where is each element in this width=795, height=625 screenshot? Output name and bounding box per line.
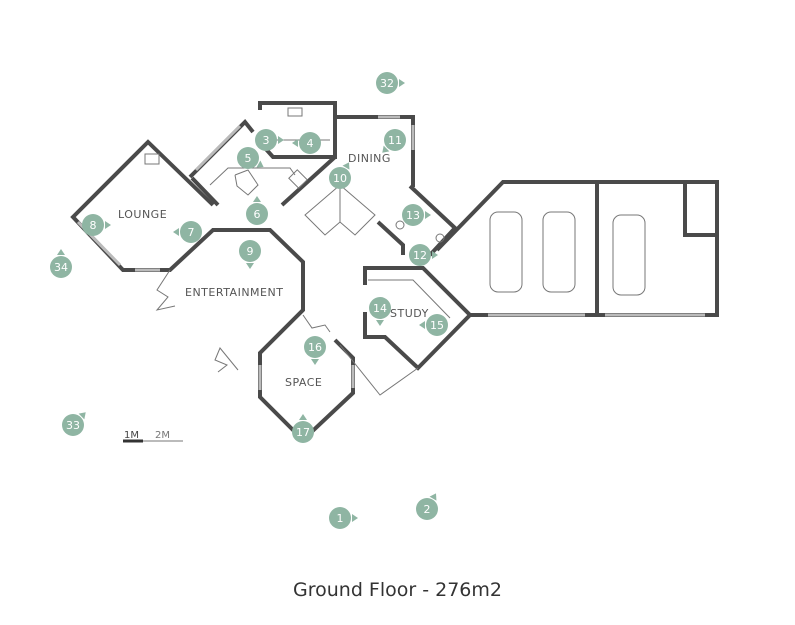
direction-arrow-icon: [246, 263, 254, 269]
marker-number: 15: [430, 319, 444, 332]
marker-number: 2: [424, 503, 431, 516]
direction-arrow-icon: [419, 321, 425, 329]
marker-number: 34: [54, 261, 68, 274]
photo-marker-15[interactable]: 15: [419, 314, 448, 336]
photo-marker-17[interactable]: 17: [292, 414, 314, 443]
marker-number: 5: [245, 152, 252, 165]
marker-number: 16: [308, 341, 322, 354]
marker-number: 8: [90, 219, 97, 232]
photo-marker-14[interactable]: 14: [369, 297, 391, 326]
walls: [70, 101, 719, 443]
photo-marker-33[interactable]: 33: [62, 409, 89, 436]
direction-arrow-icon: [429, 493, 437, 501]
scale-bar: 1M 2M: [123, 430, 183, 443]
marker-number: 13: [406, 209, 420, 222]
photo-marker-16[interactable]: 16: [304, 336, 326, 365]
photo-marker-1[interactable]: 1: [329, 507, 358, 529]
direction-arrow-icon: [253, 196, 261, 202]
marker-number: 1: [337, 512, 344, 525]
direction-arrow-icon: [278, 136, 284, 144]
marker-number: 4: [307, 137, 314, 150]
room-label-space: SPACE: [285, 376, 322, 389]
room-labels: LOUNGE DINING ENTERTAINMENT STUDY SPACE: [118, 152, 429, 389]
room-label-entertainment: ENTERTAINMENT: [185, 286, 283, 299]
car-icon: [542, 211, 576, 293]
direction-arrow-icon: [57, 249, 65, 255]
scale-2m: 2M: [155, 430, 170, 441]
direction-arrow-icon: [352, 514, 358, 522]
marker-number: 33: [66, 419, 80, 432]
room-label-study: STUDY: [390, 307, 429, 320]
direction-arrow-icon: [292, 139, 298, 147]
photo-marker-2[interactable]: 2: [416, 491, 439, 520]
marker-number: 3: [263, 134, 270, 147]
photo-marker-9[interactable]: 9: [239, 240, 261, 269]
direction-arrow-icon: [299, 414, 307, 420]
photo-marker-32[interactable]: 32: [376, 72, 405, 94]
direction-arrow-icon: [256, 160, 264, 168]
photo-marker-11[interactable]: 11: [379, 129, 406, 156]
photo-marker-7[interactable]: 7: [173, 221, 202, 243]
photo-marker-3[interactable]: 3: [255, 129, 284, 151]
marker-number: 12: [413, 249, 427, 262]
direction-arrow-icon: [342, 162, 350, 170]
photo-marker-34[interactable]: 34: [50, 249, 72, 278]
direction-arrow-icon: [376, 320, 384, 326]
direction-arrow-icon: [399, 79, 405, 87]
marker-number: 6: [254, 208, 261, 221]
marker-number: 17: [296, 426, 310, 439]
scale-1m: 1M: [124, 430, 139, 441]
photo-marker-13[interactable]: 13: [402, 204, 431, 226]
car-icon: [612, 214, 646, 296]
photo-marker-6[interactable]: 6: [246, 196, 268, 225]
direction-arrow-icon: [425, 211, 431, 219]
marker-number: 9: [247, 245, 254, 258]
marker-number: 10: [333, 172, 347, 185]
cars: [489, 211, 646, 296]
marker-number: 32: [380, 77, 394, 90]
room-label-lounge: LOUNGE: [118, 208, 167, 221]
floor-title: Ground Floor - 276m2: [293, 579, 502, 601]
direction-arrow-icon: [78, 412, 86, 420]
photo-marker-10[interactable]: 10: [329, 160, 352, 189]
direction-arrow-icon: [105, 221, 111, 229]
marker-number: 7: [188, 226, 195, 239]
direction-arrow-icon: [173, 228, 179, 236]
direction-arrow-icon: [311, 359, 319, 365]
photo-marker-4[interactable]: 4: [292, 132, 321, 154]
photo-marker-8[interactable]: 8: [82, 214, 111, 236]
photo-marker-12[interactable]: 12: [409, 244, 438, 266]
car-icon: [489, 211, 523, 293]
room-label-dining: DINING: [348, 152, 391, 165]
direction-arrow-icon: [432, 251, 438, 259]
direction-arrow-icon: [382, 145, 390, 153]
marker-number: 11: [388, 134, 402, 147]
photo-marker-5[interactable]: 5: [237, 147, 266, 170]
marker-number: 14: [373, 302, 387, 315]
